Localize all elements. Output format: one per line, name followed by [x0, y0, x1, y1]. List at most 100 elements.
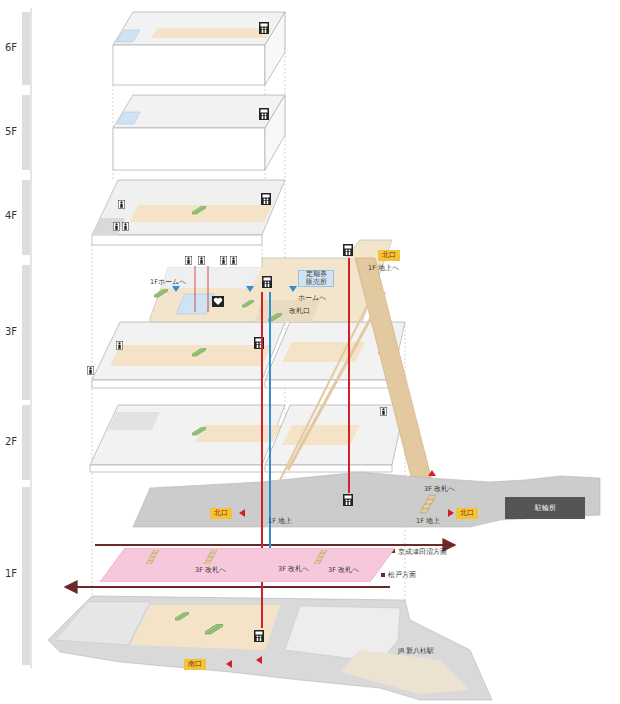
ground-road-part [428, 470, 436, 476]
north-exit-stairs-part [288, 292, 385, 470]
floor-slab-4f-part [92, 218, 125, 235]
floor-slab-3f-part [110, 345, 272, 366]
floor-slab-2f-part [108, 412, 160, 430]
direction-label: 1F 地上 [268, 518, 292, 525]
exit-tag: 北口 [378, 250, 400, 261]
band-shape [100, 548, 395, 582]
concourse-3f-part [185, 256, 191, 264]
ground-floor-1f-part [205, 624, 223, 634]
floor-guide-lines-part [405, 322, 406, 600]
floor-guide-lines-part [92, 245, 93, 640]
floor-scale [22, 8, 31, 668]
ground-floor-1f [48, 596, 492, 700]
floor-label: 5F [5, 126, 17, 138]
floor-slab-6f-part [113, 12, 285, 45]
direction-text: 3F 改札へ [278, 566, 309, 573]
floor-scale-part [22, 487, 30, 665]
floor-slab-2f [90, 405, 405, 472]
stair-symbol [146, 550, 159, 564]
floor-label: 2F [5, 436, 17, 448]
concourse-3f-part [262, 276, 272, 288]
floor-label: 3F [5, 326, 17, 338]
floor-slab-3f-part [92, 322, 285, 380]
concourse-3f-part [343, 244, 353, 256]
direction-label: 1F 地上へ [368, 265, 399, 272]
concourse-3f-part [255, 300, 320, 322]
place-label: 改札口 [289, 308, 310, 315]
floor-slab-2f-part [90, 465, 262, 472]
floor-scale-part [22, 180, 30, 255]
north-exit-stairs-part [280, 300, 370, 480]
ground-floor-1f-part [130, 605, 280, 650]
elevator-shafts-part [269, 292, 271, 551]
floor-slab-2f-part [90, 405, 285, 465]
floor-slab-2f-part [192, 427, 206, 435]
track-arrows-part [95, 544, 455, 546]
floor-scale-part [31, 8, 32, 668]
floor-slab-2f-part [195, 425, 282, 442]
bicycle-parking-box: 駐輪所 [505, 497, 585, 519]
node-text: 定期券 販売所 [301, 271, 331, 286]
concourse-3f-part [154, 289, 168, 297]
concourse-3f-part [198, 256, 204, 264]
ground-floor-1f-part [254, 630, 264, 642]
concourse-3f-part [246, 286, 254, 292]
ground-floor-1f-part [256, 656, 262, 664]
ground-road-part [448, 509, 454, 517]
direction-text: 3F 改札へ [328, 567, 359, 574]
floor-slab-5f-part [259, 108, 269, 120]
floor-slab-3f-part [92, 380, 262, 388]
floor-slab-4f-part [92, 235, 262, 245]
concourse-3f-part [230, 256, 236, 264]
floor-slab-4f-part [118, 200, 124, 208]
ground-road [133, 470, 600, 527]
concourse-3f-part [220, 256, 226, 264]
stair-symbol [314, 550, 327, 564]
floor-scale-part [22, 12, 30, 85]
floor-label: 1F [5, 568, 17, 580]
elevator-shafts-part [348, 258, 350, 493]
exit-tag: 北口 [210, 508, 232, 519]
floor-slab-5f-part [117, 112, 140, 124]
ground-road-part [133, 472, 600, 527]
floor-slab-5f-part [113, 95, 285, 128]
node-text: 北口 [382, 251, 396, 259]
floor-slab-6f-part [113, 45, 265, 85]
concourse-3f-part [195, 266, 196, 312]
node-text: 北口 [214, 509, 228, 517]
floor-label: 4F [5, 210, 17, 222]
floor-slab-4f-part [192, 206, 206, 214]
concourse-3f-part [242, 300, 254, 307]
ground-road-part [239, 509, 245, 517]
floor-slab-5f-part [265, 95, 285, 170]
ticket-office-box: 定期券 販売所 [298, 270, 334, 287]
direction-label: 松戸方面 [388, 572, 416, 579]
node-text: 北口 [460, 509, 474, 517]
concourse-3f-part [208, 266, 209, 312]
exit-tag: 南口 [184, 659, 206, 670]
node-text: 駐輪所 [535, 504, 556, 512]
direction-text: 3F 改札へ [195, 567, 226, 574]
floor-slab-3f-part [87, 366, 93, 374]
exit-tag: 北口 [456, 508, 478, 519]
floor-slab-3f-part [116, 341, 122, 349]
floor-slab-3f-part [192, 348, 206, 356]
floor-slab-2f-part [265, 405, 405, 465]
track-arrows-part [65, 586, 390, 588]
floor-slab-4f-part [122, 222, 128, 230]
concourse-3f-part [172, 286, 180, 292]
direction-label: ホームへ [298, 295, 326, 302]
floor-slab-4f-part [130, 205, 272, 222]
direction-label: 1Fホームへ [150, 279, 186, 286]
ground-floor-1f-part [175, 612, 189, 620]
ground-road-part [343, 494, 353, 506]
band-fill [100, 548, 395, 582]
stair-symbol [204, 550, 217, 564]
track-arrows-part [381, 573, 385, 577]
floor-slab-2f-part [380, 407, 386, 415]
floor-slab-4f [92, 180, 285, 245]
ground-road-part [420, 495, 436, 513]
ground-floor-1f-part [340, 650, 470, 694]
